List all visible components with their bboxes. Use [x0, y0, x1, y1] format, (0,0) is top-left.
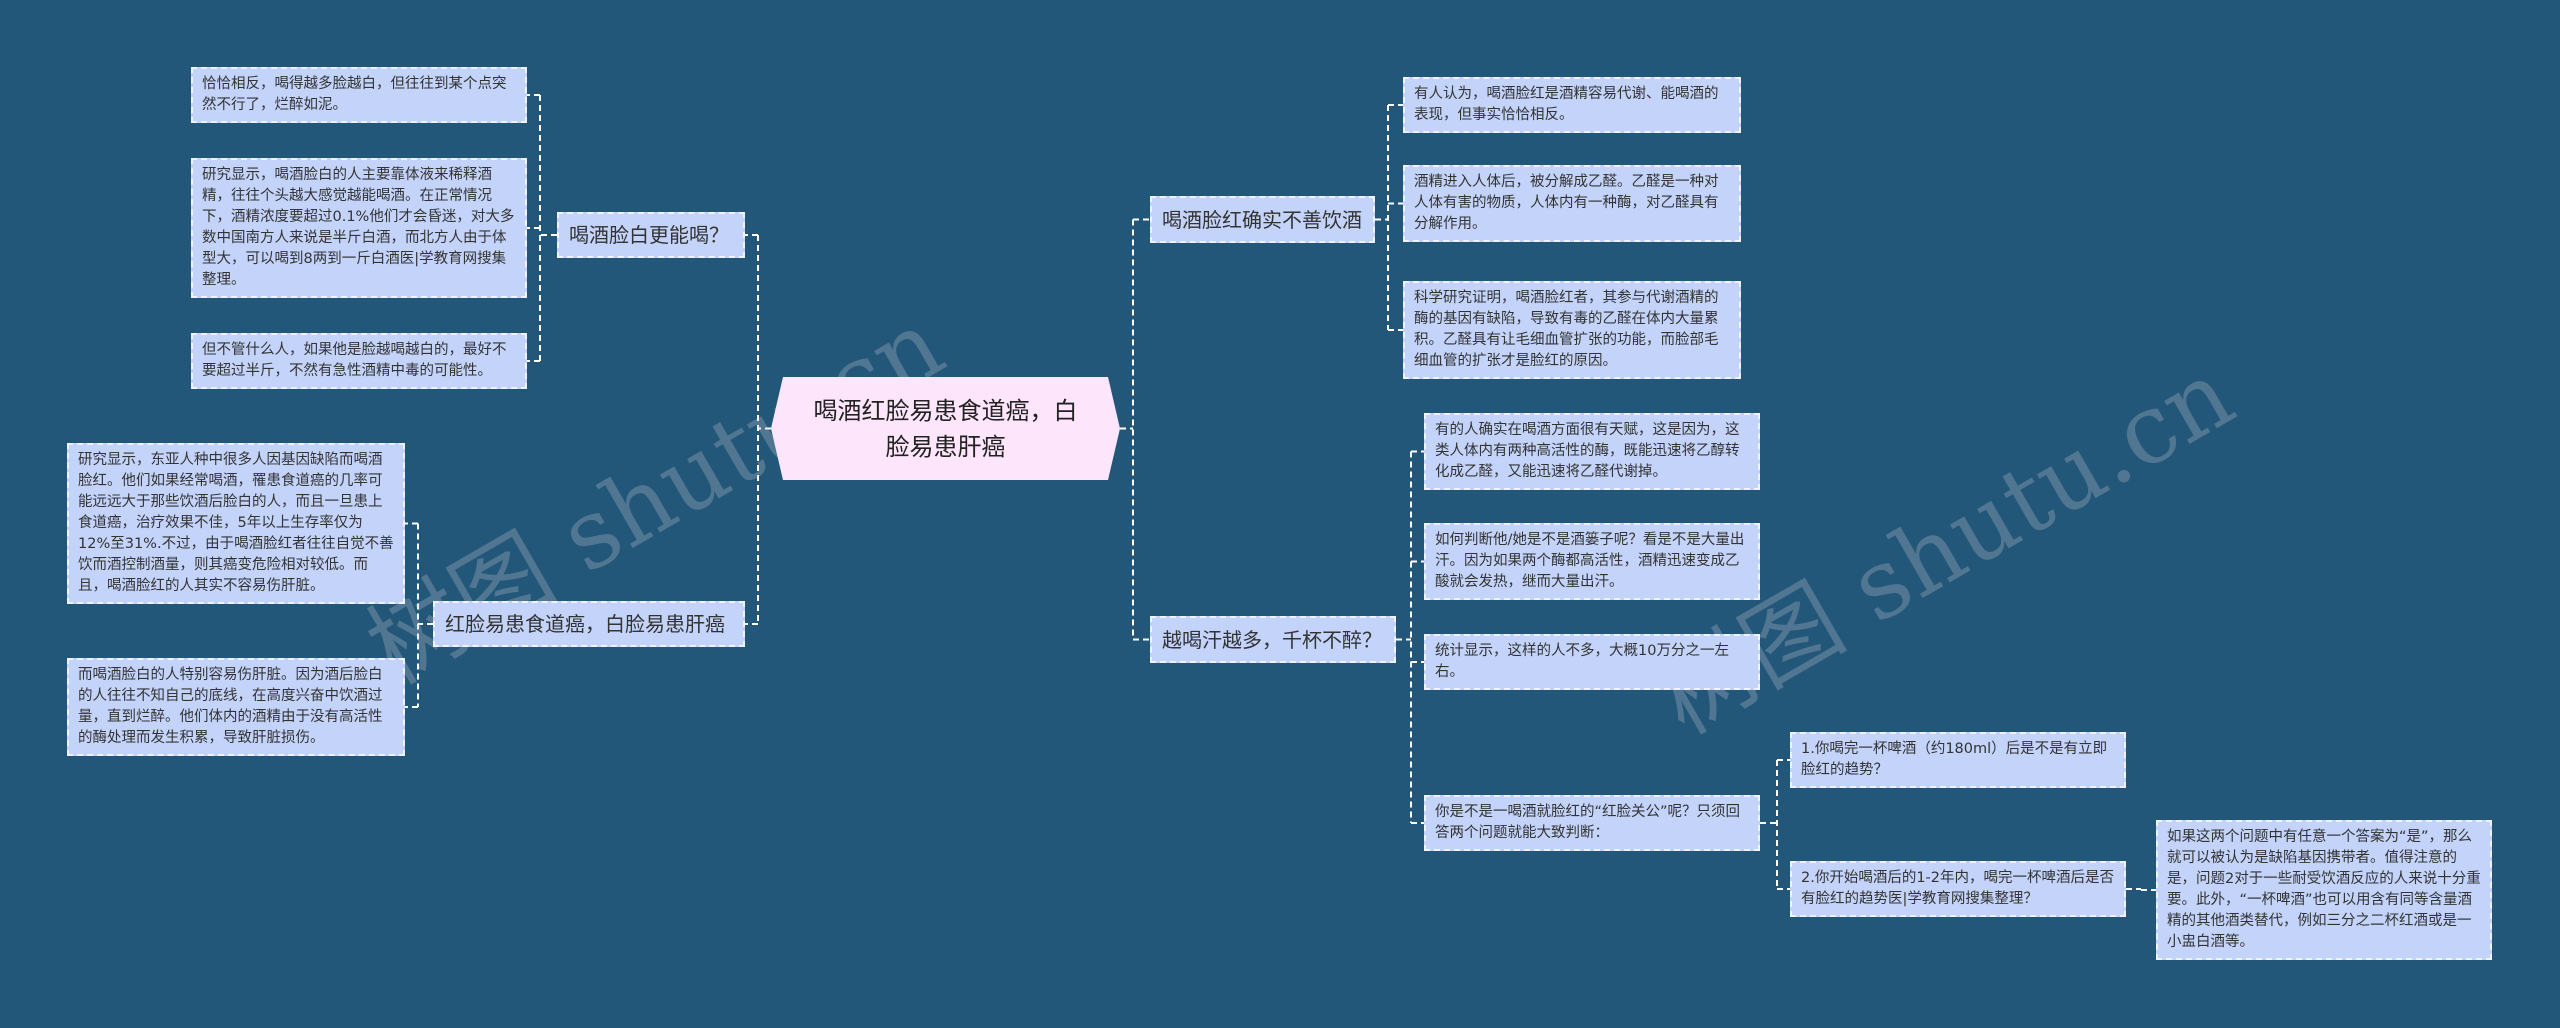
branch-node[interactable]: 越喝汗越多，千杯不醉？	[1150, 616, 1396, 663]
leaf-node[interactable]: 研究显示，喝酒脸白的人主要靠体液来稀释酒精，往往个头越大感觉越能喝酒。在正常情况…	[191, 158, 527, 298]
central-topic[interactable]: 喝酒红脸易患食道癌，白脸易患肝癌	[771, 377, 1120, 480]
leaf-node[interactable]: 研究显示，东亚人种中很多人因基因缺陷而喝酒脸红。他们如果经常喝酒，罹患食道癌的几…	[67, 443, 405, 604]
question-node[interactable]: 2.你开始喝酒后的1-2年内，喝完一杯啤酒后是否有脸红的趋势医|学教育网搜集整理…	[1790, 861, 2126, 917]
note-node[interactable]: 如果这两个问题中有任意一个答案为“是”，那么就可以被认为是缺陷基因携带者。值得注…	[2156, 820, 2492, 960]
question-node[interactable]: 1.你喝完一杯啤酒（约180ml）后是不是有立即脸红的趋势？	[1790, 732, 2126, 788]
leaf-node[interactable]: 而喝酒脸白的人特别容易伤肝脏。因为酒后脸白的人往往不知自己的底线，在高度兴奋中饮…	[67, 658, 405, 756]
leaf-node[interactable]: 但不管什么人，如果他是脸越喝越白的，最好不要超过半斤，不然有急性酒精中毒的可能性…	[191, 333, 527, 389]
leaf-node[interactable]: 有的人确实在喝酒方面很有天赋，这是因为，这类人体内有两种高活性的酶，既能迅速将乙…	[1424, 413, 1760, 490]
leaf-node[interactable]: 统计显示，这样的人不多，大概10万分之一左右。	[1424, 634, 1760, 690]
leaf-node[interactable]: 如何判断他/她是不是酒篓子呢？看是不是大量出汗。因为如果两个酶都高活性，酒精迅速…	[1424, 523, 1760, 600]
branch-node[interactable]: 红脸易患食道癌，白脸易患肝癌	[433, 601, 745, 647]
branch-node[interactable]: 喝酒脸红确实不善饮酒	[1150, 196, 1375, 243]
leaf-node[interactable]: 酒精进入人体后，被分解成乙醛。乙醛是一种对人体有害的物质，人体内有一种酶，对乙醛…	[1403, 165, 1741, 242]
leaf-node[interactable]: 科学研究证明，喝酒脸红者，其参与代谢酒精的酶的基因有缺陷，导致有毒的乙醛在体内大…	[1403, 281, 1741, 379]
leaf-node[interactable]: 恰恰相反，喝得越多脸越白，但往往到某个点突然不行了，烂醉如泥。	[191, 67, 527, 123]
branch-node[interactable]: 喝酒脸白更能喝？	[557, 212, 745, 258]
leaf-node[interactable]: 有人认为，喝酒脸红是酒精容易代谢、能喝酒的表现，但事实恰恰相反。	[1403, 77, 1741, 133]
central-topic-label: 喝酒红脸易患食道癌，白脸易患肝癌	[813, 396, 1078, 461]
leaf-node[interactable]: 你是不是一喝酒就脸红的“红脸关公”呢？只须回答两个问题就能大致判断：	[1424, 795, 1760, 851]
